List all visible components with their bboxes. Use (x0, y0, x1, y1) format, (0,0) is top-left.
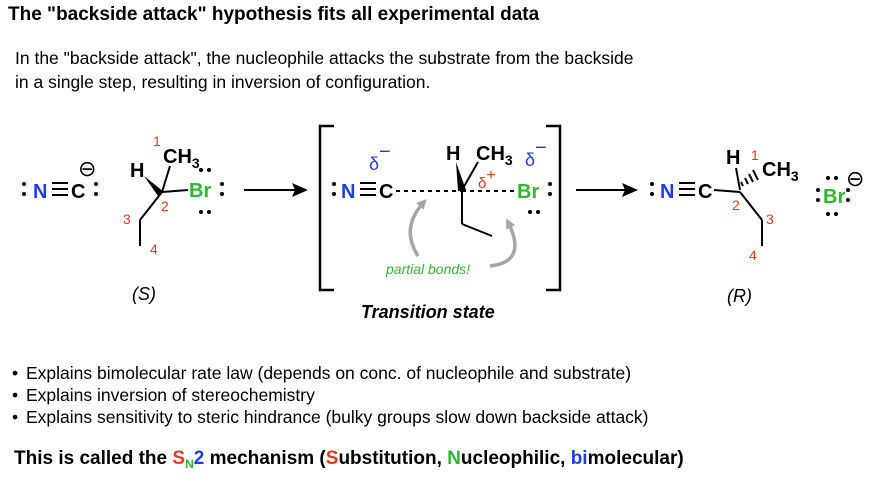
carbon-atom: C (698, 181, 712, 203)
methyl-group: CH3 (762, 159, 799, 184)
lone-pair-dot (548, 192, 552, 196)
bullet-icon: • (12, 363, 19, 383)
lone-pair-dot (834, 176, 838, 180)
lone-pair-dot (332, 182, 336, 186)
reaction-arrow (576, 183, 638, 197)
intro-line-1: In the "backside attack", the nucleophil… (15, 48, 634, 68)
wedge-bond (144, 176, 164, 196)
sn2-2: 2 (193, 448, 205, 469)
transition-state-label: Transition state (361, 302, 495, 322)
substrate-s: H CH3 1 Br 2 3 4 (123, 133, 224, 257)
carbon-number-1: 1 (751, 147, 759, 163)
bullet-list: •Explains bimolecular rate law (depends … (12, 362, 649, 428)
lone-pair-dot (528, 210, 532, 214)
bond (139, 191, 163, 221)
nitrogen-atom: N (341, 181, 355, 203)
cyanide-nucleophile: N C ⊖ (22, 156, 98, 203)
negative-charge-icon: ⊖ (78, 156, 96, 181)
lone-pair-dot (22, 182, 26, 186)
summary-line: This is called the SN2 mechanism (Substi… (14, 448, 684, 471)
lone-pair-dot (548, 182, 552, 186)
lone-pair-dot (834, 212, 838, 216)
carbon-number-3: 3 (123, 211, 131, 227)
lone-pair-dot (816, 198, 820, 202)
negative-charge-icon: ⊖ (846, 166, 864, 191)
partial-bond-arrow-left (408, 199, 427, 257)
partial-bond-arrow-right (489, 218, 517, 268)
carbon-number-3: 3 (766, 211, 774, 227)
page-title: The "backside attack" hypothesis fits al… (8, 4, 540, 25)
bond (161, 165, 171, 193)
carbon-atom: C (71, 181, 85, 203)
carbon-atom: C (379, 181, 393, 203)
transition-state: N C δ− H CH3 δ+ Br δ− partial bonds! (318, 124, 562, 292)
hydrogen-atom: H (726, 147, 740, 169)
hydrogen-atom: H (130, 160, 144, 182)
bullet-icon: • (12, 407, 19, 427)
delta-plus: δ+ (478, 167, 496, 192)
bromine-atom: Br (189, 180, 211, 202)
bond (735, 167, 741, 191)
carbon-number-1: 1 (153, 133, 161, 149)
right-bracket (546, 124, 562, 292)
carbon-number-2: 2 (161, 198, 169, 214)
lone-pair-dot (220, 192, 224, 196)
configuration-r-label: (R) (727, 286, 752, 306)
bromide-ion: Br (823, 186, 845, 208)
lone-pair-dot (536, 210, 540, 214)
lone-pair-dot (22, 192, 26, 196)
lone-pair-dot (94, 192, 98, 196)
bromine-atom: Br (517, 181, 539, 203)
lone-pair-dot (846, 198, 850, 202)
left-bracket (318, 124, 334, 292)
bullet-item: •Explains sensitivity to steric hindranc… (12, 407, 649, 427)
carbon-number-4: 4 (150, 241, 158, 257)
reaction-scheme: N C ⊖ H CH3 1 Br 2 3 4 (S) (22, 124, 864, 322)
lone-pair-dot (846, 188, 850, 192)
lone-pair-dot (816, 188, 820, 192)
nitrogen-atom: N (33, 181, 47, 203)
reaction-arrow (244, 183, 308, 197)
lone-pair-dot (650, 192, 654, 196)
sn2-s: S (172, 448, 186, 469)
bond (739, 191, 763, 221)
carbon-number-2: 2 (732, 197, 740, 213)
bullet-icon: • (12, 385, 19, 405)
methyl-group: CH3 (476, 143, 513, 168)
lone-pair-dot (826, 176, 830, 180)
lone-pair-dot (826, 212, 830, 216)
lone-pair-dot (199, 210, 203, 214)
bullet-item: •Explains bimolecular rate law (depends … (12, 363, 632, 383)
bond (713, 189, 741, 193)
lone-pair-dot (94, 182, 98, 186)
bullet-item: •Explains inversion of stereochemistry (12, 385, 315, 405)
intro-line-2: in a single step, resulting in inversion… (15, 72, 431, 92)
methyl-group: CH3 (163, 146, 200, 171)
lone-pair-dot (207, 168, 211, 172)
partial-bonds-note: partial bonds! (385, 261, 470, 277)
lone-pair-dot (650, 182, 654, 186)
hydrogen-atom: H (446, 143, 460, 165)
nitrogen-atom: N (660, 181, 674, 203)
lone-pair-dot (332, 192, 336, 196)
lone-pair-dot (207, 210, 211, 214)
sn2-n: N (185, 457, 194, 471)
intro-paragraph: In the "backside attack", the nucleophil… (15, 46, 633, 94)
wedge-bond (456, 162, 466, 191)
delta-minus-left: δ− (369, 141, 391, 174)
configuration-s-label: (S) (132, 284, 156, 304)
product-r: N C H CH3 1 2 3 4 Br ⊖ (650, 147, 864, 263)
delta-minus-right: δ− (525, 137, 547, 170)
bond (161, 189, 189, 193)
bond (461, 223, 493, 237)
bond (461, 161, 479, 191)
carbon-number-4: 4 (749, 247, 757, 263)
lone-pair-dot (220, 182, 224, 186)
hash-bond (740, 169, 759, 187)
lone-pair-dot (199, 168, 203, 172)
